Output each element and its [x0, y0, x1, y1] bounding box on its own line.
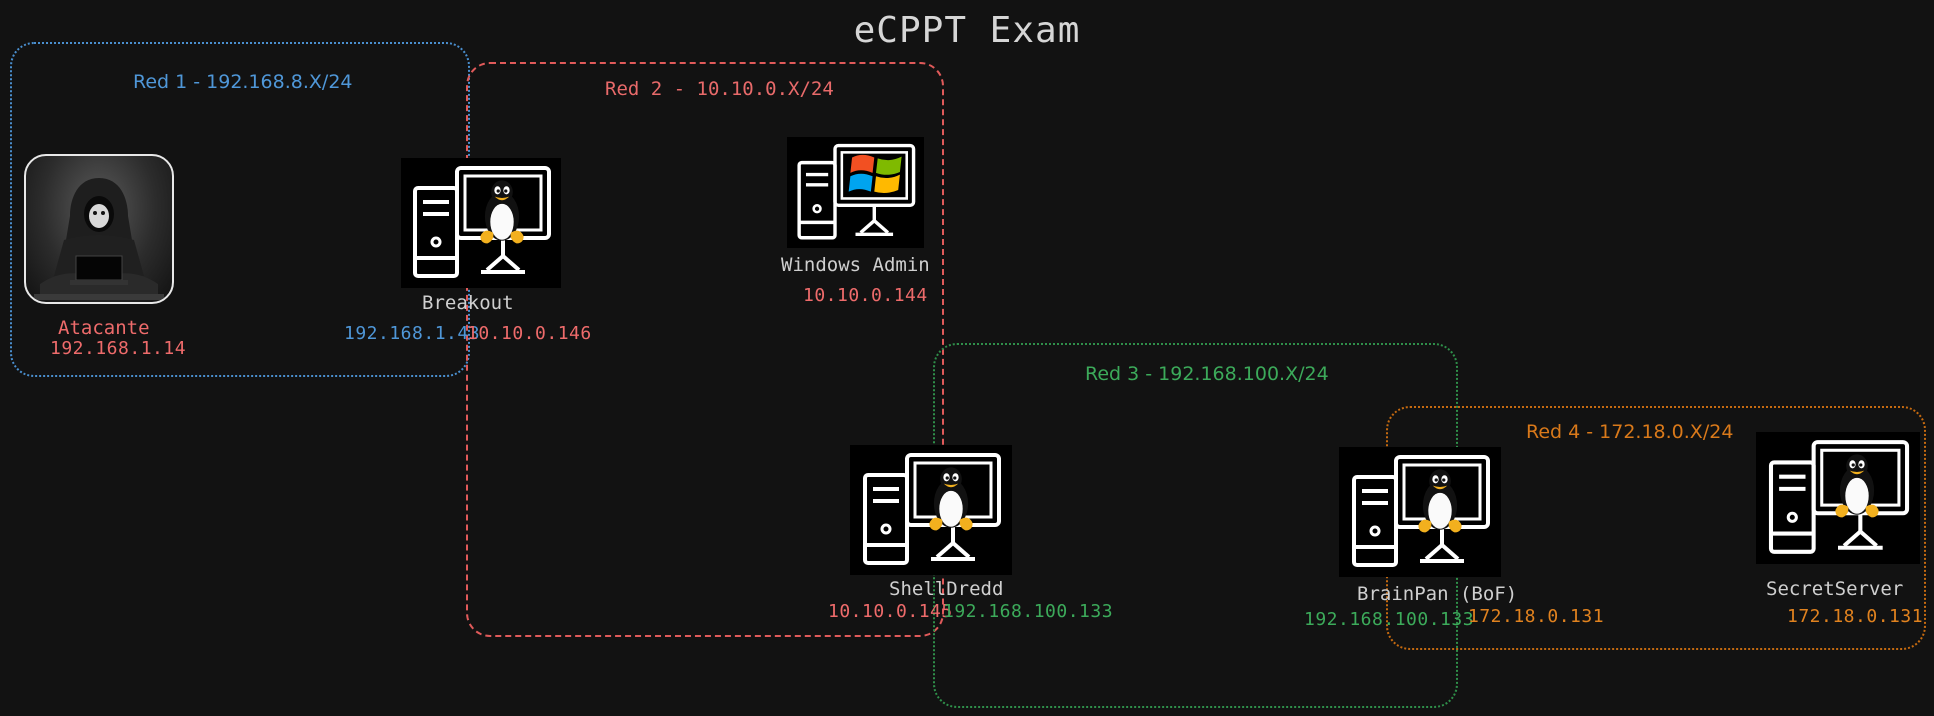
- network-4-label: Red 4 - 172.18.0.X/24: [1526, 421, 1734, 443]
- shelldredd-ip-net2: 10.10.0.145: [828, 601, 953, 622]
- brainpan-ip-net3: 192.168.100.133: [1304, 609, 1475, 630]
- windows-admin-ip: 10.10.0.144: [803, 285, 928, 306]
- linux-computer-icon: [850, 445, 1012, 575]
- brainpan-linux-computer-icon: [1339, 447, 1501, 577]
- hooded-hacker-icon: [34, 178, 164, 300]
- breakout-name: Breakout: [422, 292, 514, 314]
- secretserver-linux-computer-icon: [1756, 432, 1920, 564]
- windows-admin-name: Windows Admin: [781, 254, 930, 276]
- breakout-linux-computer-icon: [401, 158, 561, 288]
- attacker-ip: 192.168.1.14: [50, 338, 187, 359]
- linux-computer-icon: [401, 158, 561, 288]
- breakout-ip-net2: 10.10.0.146: [467, 323, 592, 344]
- shelldredd-ip-net3: 192.168.100.133: [943, 601, 1114, 622]
- linux-computer-icon: [1756, 432, 1920, 564]
- shelldredd-linux-computer-icon: [850, 445, 1012, 575]
- network-1-label: Red 1 - 192.168.8.X/24: [133, 71, 353, 93]
- brainpan-ip-net4: 172.18.0.131: [1468, 606, 1605, 627]
- network-2-label: Red 2 - 10.10.0.X/24: [605, 78, 834, 100]
- network-3-label: Red 3 - 192.168.100.X/24: [1085, 363, 1329, 385]
- linux-computer-icon: [1339, 447, 1501, 577]
- windows-computer-icon: [787, 137, 924, 248]
- secretserver-ip: 172.18.0.131: [1787, 606, 1924, 627]
- breakout-ip-net1: 192.168.1.43: [344, 323, 481, 344]
- hooded-hacker-avatar: [24, 154, 174, 304]
- diagram-title: eCPPT Exam: [853, 10, 1081, 51]
- shelldredd-name: ShellDredd: [889, 578, 1004, 600]
- windows-computer-svg: [787, 137, 924, 248]
- attacker-name: Atacante: [58, 317, 150, 339]
- secretserver-name: SecretServer: [1766, 578, 1904, 600]
- brainpan-name: BrainPan (BoF): [1357, 583, 1518, 605]
